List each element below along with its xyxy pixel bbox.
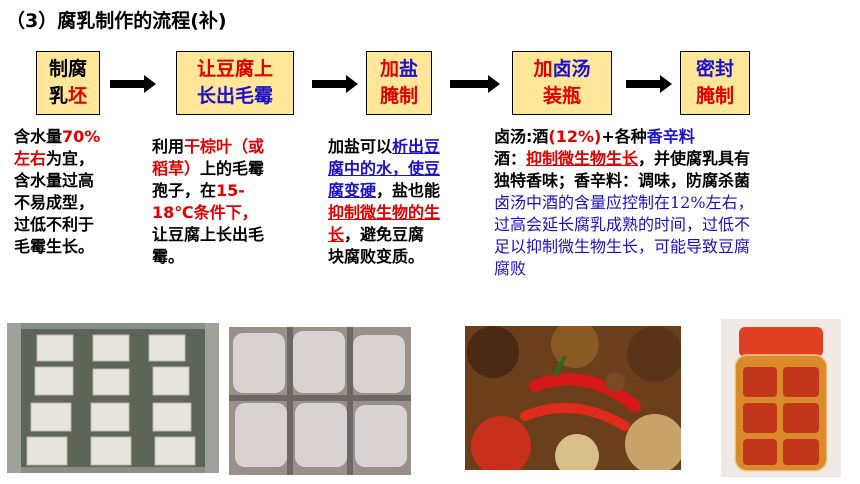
step4-line1b: 卤汤: [552, 58, 591, 80]
note3-highlight: 长: [328, 225, 345, 244]
note-mold: 利用干棕叶（或 稻草）上的毛霉 孢子，在15- 18℃条件下， 让豆腐上长出毛 …: [152, 136, 312, 268]
flow-arrow-3: [450, 75, 500, 93]
note3-text: 加盐可以: [328, 137, 393, 156]
step-box-2: 让豆腐上 长出毛霉: [176, 51, 294, 115]
moldy-tofu-photo: [229, 327, 411, 475]
note1-text: 为宜，: [46, 149, 95, 168]
tofu-blocks-photo: [7, 323, 219, 473]
page-title: （3）腐乳制作的流程(补): [6, 10, 227, 32]
step4-line2: 装瓶: [542, 85, 581, 107]
note2-highlight: 稻草）: [152, 159, 201, 178]
note-brine: 卤汤:酒(12%)+各种香辛料 酒：抑制微生物生长，并使腐乳具有 独特香味；香辛…: [494, 126, 856, 280]
note1-text: 含水量: [14, 127, 63, 146]
step-box-5: 密封 腌制: [680, 51, 750, 115]
step-box-1: 制腐 乳坯: [36, 51, 100, 115]
note2-text: 孢子，在: [152, 181, 217, 200]
step1-line2b: 坯: [68, 85, 88, 107]
note2-text: 上的毛霉: [200, 159, 265, 178]
note4-detail: 足以抑制微生物生长，可能导致豆腐: [494, 237, 751, 256]
spices-photo: [465, 326, 681, 470]
note3-text: ，盐也能: [376, 181, 441, 200]
note2-text: 利用: [152, 137, 185, 156]
note1-text: 含水量过高: [14, 171, 95, 190]
step-box-3: 加盐 腌制: [366, 51, 432, 115]
note3-highlight: 腐中的水，使豆: [328, 159, 441, 178]
step3-line2: 腌制: [379, 85, 418, 107]
note1-text: 不易成型，: [14, 193, 95, 212]
note3-highlight: 抑制微生物的生: [328, 203, 441, 222]
note-salt: 加盐可以析出豆 腐中的水，使豆 腐变硬，盐也能 抑制微生物的生 长，避免豆腐 块…: [328, 136, 488, 268]
note3-text: ，避免豆腐: [344, 225, 425, 244]
note2-highlight: 15-: [216, 181, 245, 200]
step1-line2a: 乳: [48, 85, 68, 107]
note4-text: 独特香味；香辛料：调味，防腐杀菌: [494, 171, 751, 190]
step2-line1: 让豆腐上: [196, 58, 273, 80]
step1-line1: 制腐: [48, 58, 87, 80]
note1-text: 过低不利于: [14, 215, 95, 234]
note1-text: 毛霉生长。: [14, 237, 95, 256]
note3-text: 块腐败变质。: [328, 247, 425, 266]
note2-text: 霉。: [152, 247, 185, 266]
flow-arrow-2: [312, 75, 358, 93]
note4-highlight: 抑制微生物生长: [526, 149, 639, 168]
flow-arrow-1: [110, 75, 156, 93]
note3-highlight: 析出豆: [392, 137, 441, 156]
tofu-jar-photo: [721, 319, 841, 477]
note3-highlight: 腐变硬: [328, 181, 377, 200]
note-moisture: 含水量70% 左右为宜， 含水量过高 不易成型， 过低不利于 毛霉生长。: [14, 126, 140, 258]
note4-detail: 卤汤中酒的含量应控制在12%左右，: [494, 193, 754, 212]
flow-arrow-4: [626, 75, 672, 93]
step4-line1a: 加: [533, 58, 553, 80]
note4-text: 酒：: [494, 149, 527, 168]
note2-highlight: 干棕叶（或: [184, 137, 265, 156]
note4-text: +各种: [601, 127, 647, 146]
note1-highlight: 70%: [62, 127, 101, 146]
step-box-4: 加卤汤 装瓶: [512, 51, 612, 115]
step2-line2: 长出毛霉: [196, 85, 273, 107]
note4-highlight: 香辛料: [646, 127, 695, 146]
step5-line2: 腌制: [695, 85, 734, 107]
note2-highlight: 18℃条件下，: [152, 203, 258, 222]
note4-detail: 腐败: [494, 259, 527, 278]
note4-text: ，并使腐乳具有: [638, 149, 751, 168]
note2-text: 让豆腐上长出毛: [152, 225, 265, 244]
note4-text: 卤汤:酒: [494, 127, 549, 146]
note1-highlight: 左右: [14, 149, 47, 168]
step5-line1: 密封: [695, 58, 734, 80]
step3-line1b: 盐: [399, 58, 419, 80]
step3-line1a: 加: [379, 58, 399, 80]
note4-highlight: (12%): [548, 127, 602, 146]
note4-detail: 过高会延长腐乳成熟的时间，过低不: [494, 215, 751, 234]
